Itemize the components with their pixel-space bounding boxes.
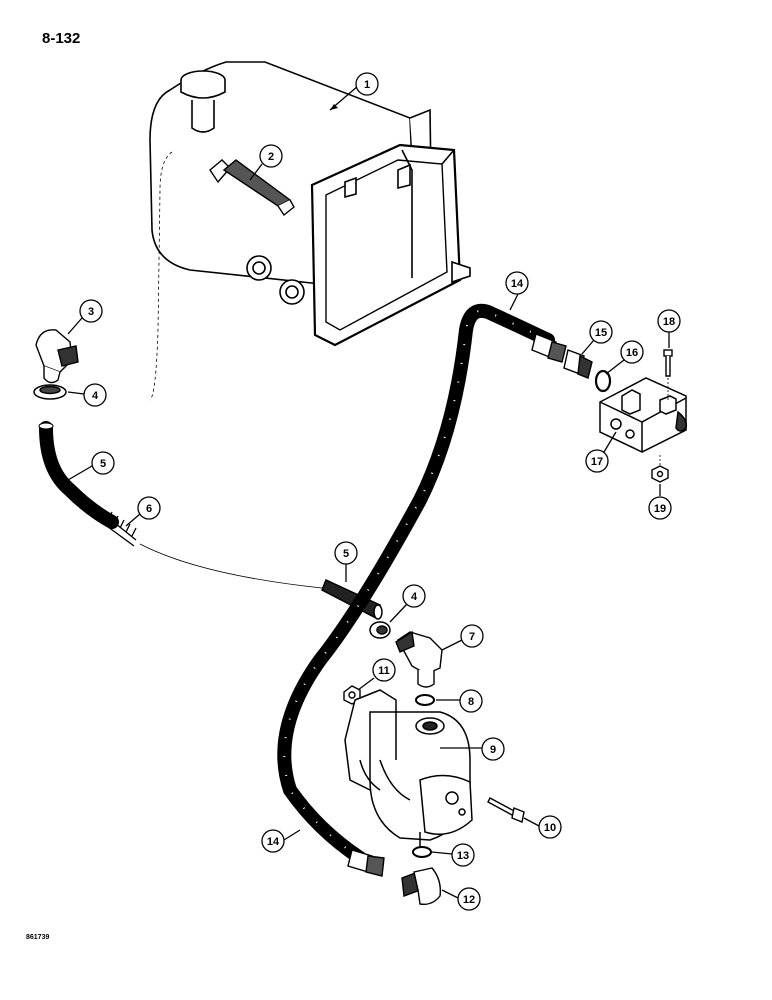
page-number: 8-132 — [42, 30, 81, 47]
callout-label: 5 — [343, 548, 349, 560]
hose-clamp-upper — [33, 384, 67, 400]
callout-17: 17 — [585, 431, 617, 473]
callout-label: 5 — [100, 458, 106, 470]
callout-6: 6 — [125, 496, 161, 527]
hose-end-upper — [531, 333, 567, 363]
callout-label: 4 — [411, 591, 418, 603]
hose-end-lower — [347, 849, 385, 877]
callout-8: 8 — [436, 689, 483, 713]
callout-label: 8 — [468, 696, 474, 708]
callout-12: 12 — [441, 887, 481, 911]
o-ring-valve — [594, 369, 612, 393]
hydraulic-tank — [149, 61, 471, 401]
callout-label: 15 — [595, 327, 607, 339]
callout-4: 4 — [67, 383, 107, 407]
pump-bolt — [487, 797, 525, 823]
callout-label: 3 — [88, 306, 94, 318]
callout-9: 9 — [440, 737, 505, 761]
callout-4-lower: 4 — [389, 584, 426, 623]
callout-7: 7 — [441, 624, 484, 651]
callout-label: 9 — [490, 744, 496, 756]
hydraulic-pump — [344, 689, 473, 848]
callout-label: 18 — [663, 316, 675, 328]
callout-label: 4 — [92, 390, 99, 402]
callout-2: 2 — [249, 144, 283, 181]
callout-label: 7 — [469, 631, 475, 643]
callout-label: 2 — [268, 151, 274, 163]
callout-11: 11 — [357, 658, 396, 691]
dashed-connection-line — [139, 543, 323, 589]
hose-section — [321, 578, 383, 620]
callout-label: 10 — [544, 822, 556, 834]
callout-label: 14 — [511, 278, 524, 290]
o-ring-pump-outlet — [412, 846, 432, 858]
callout-label: 11 — [378, 665, 390, 677]
lock-nut — [651, 465, 669, 483]
callout-label: 12 — [463, 894, 475, 906]
mounting-bolt — [663, 349, 673, 377]
adapter-fitting — [563, 349, 593, 379]
callout-15: 15 — [581, 320, 613, 355]
elbow-fitting-pump — [395, 630, 443, 688]
callout-label: 13 — [457, 850, 469, 862]
pressure-hose — [277, 303, 555, 865]
callout-5-lower: 5 — [334, 541, 358, 582]
callout-5: 5 — [67, 451, 115, 481]
callout-label: 16 — [626, 347, 638, 359]
callout-label: 1 — [364, 79, 370, 91]
elbow-fitting-upper — [35, 329, 79, 384]
callout-label: 6 — [146, 503, 152, 515]
hose-clamp-lower — [369, 621, 391, 639]
callout-label: 14 — [267, 836, 280, 848]
callout-label: 17 — [591, 456, 603, 468]
figure-code: 861739 — [26, 934, 50, 941]
callout-1: 1 — [329, 72, 379, 111]
hose-spring — [103, 511, 137, 547]
relief-valve-block — [599, 377, 688, 453]
callout-16: 16 — [605, 340, 644, 375]
callout-10: 10 — [523, 815, 562, 839]
callout-label: 19 — [654, 503, 666, 515]
callout-14-lower: 14 — [261, 829, 301, 853]
callout-18: 18 — [657, 309, 681, 348]
suction-hose — [38, 421, 119, 529]
elbow-fitting-outlet — [401, 867, 442, 906]
suction-strainer — [209, 159, 295, 217]
callout-14-upper: 14 — [505, 271, 529, 311]
callout-3: 3 — [67, 299, 103, 335]
o-ring-pump-inlet — [415, 694, 435, 706]
callout-19: 19 — [648, 484, 672, 520]
callout-13: 13 — [431, 843, 475, 867]
